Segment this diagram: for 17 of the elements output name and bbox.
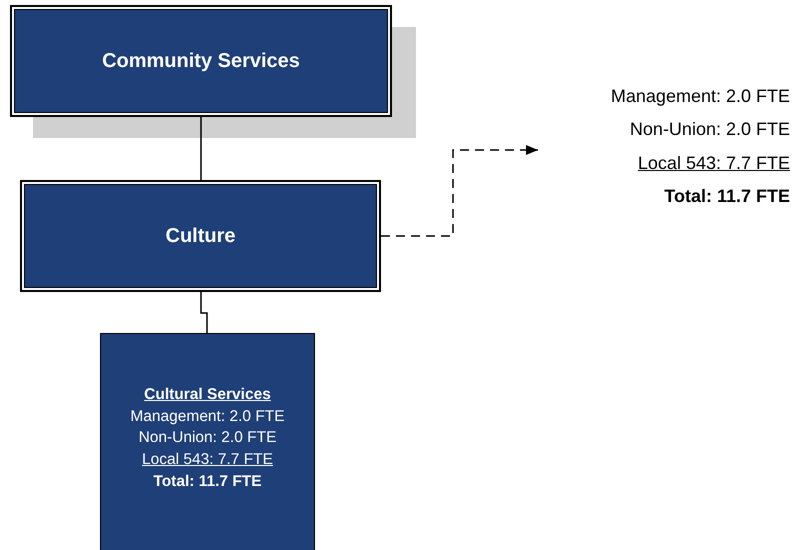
total-text: Total: 11.7 FTE — [664, 184, 790, 208]
connector-line — [200, 292, 208, 333]
fte-text: Local 543: 7.7 FTE — [142, 450, 273, 470]
org-unit-box — [10, 5, 392, 117]
fte-text: Local 543: 7.7 FTE — [638, 152, 790, 175]
connector-line — [200, 117, 202, 180]
fte-text: Non-Union: 2.0 FTE — [630, 118, 790, 142]
total-text: Total: 11.7 FTE — [153, 472, 262, 492]
fte-text: Non-Union: 2.0 FTE — [138, 428, 276, 448]
unit-title: Community Services — [102, 49, 300, 74]
unit-title: Culture — [166, 224, 236, 249]
fte-text: Management: 2.0 FTE — [130, 406, 285, 427]
team-box — [100, 333, 315, 550]
org-unit-box — [20, 180, 381, 292]
fte-text: Management: 2.0 FTE — [610, 85, 790, 108]
team-title: Cultural Services — [144, 385, 271, 405]
arrow — [381, 145, 538, 237]
